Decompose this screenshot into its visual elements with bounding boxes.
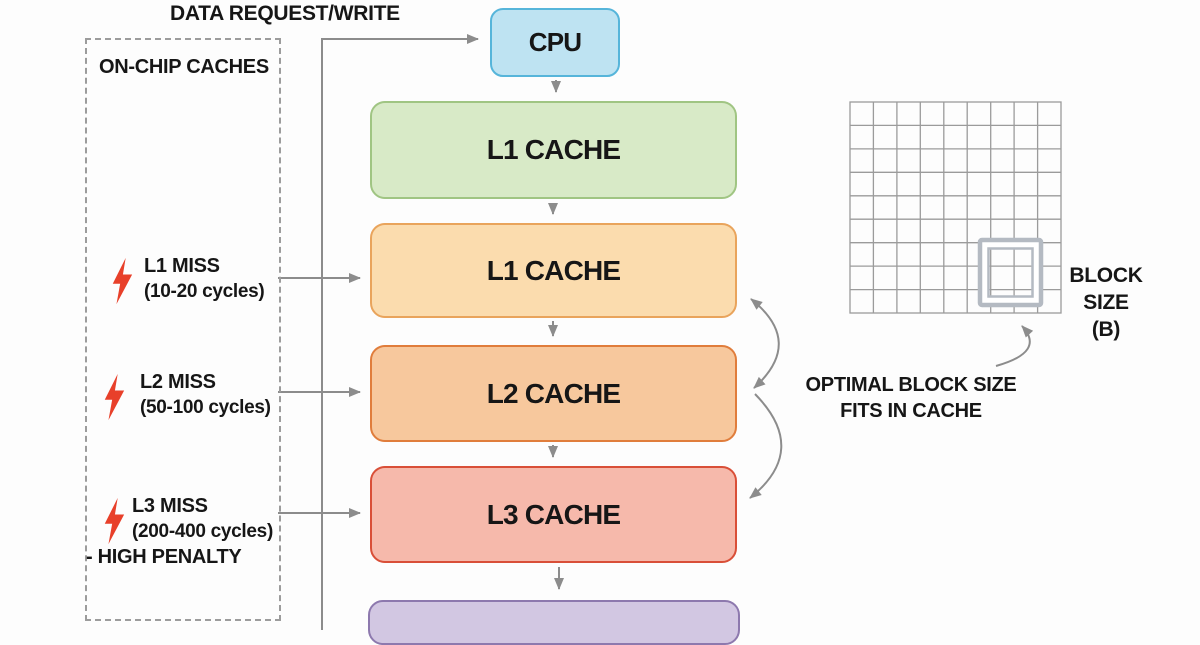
data-request-arrow (321, 34, 479, 630)
block-highlight (977, 237, 1044, 308)
l3-miss-title: L3 MISS (132, 495, 208, 517)
block-size-caption-line1: BLOCK SIZE (1069, 264, 1143, 314)
data-request-label: DATA REQUEST/WRITE (170, 2, 400, 25)
cpu-label: CPU (528, 27, 582, 57)
l3-cache-label: L3 CACHE (486, 498, 621, 530)
l2-miss-cycles: (50-100 cycles) (140, 397, 271, 418)
l2-cache-label: L2 CACHE (486, 377, 621, 409)
cache-hierarchy-diagram: { "diagram": { "flow_label": "DATA REQUE… (85, 2, 1166, 645)
memory-box (368, 600, 740, 645)
on-chip-caches-label: ON-CHIP CACHES (99, 56, 269, 78)
lightning-icon (112, 257, 133, 305)
l1-miss-item: L1 MISS (10-20 cycles) (104, 254, 265, 305)
lightning-icon (104, 497, 125, 545)
block-pointer-arrow (995, 325, 1034, 367)
l1-cache-green-box: L1 CACHE (370, 101, 737, 199)
l1-miss-title: L1 MISS (144, 255, 220, 277)
cpu-box: CPU (490, 8, 620, 77)
arc-l2-to-l1 (750, 298, 780, 389)
l3-miss-note: - HIGH PENALTY (86, 546, 242, 568)
on-chip-caches-panel (85, 38, 281, 621)
l2-miss-title: L2 MISS (140, 371, 216, 393)
l3-miss-item: L3 MISS (200-400 cycles) - HIGH PENALTY (86, 494, 273, 570)
lightning-icon (104, 373, 125, 421)
connector-layer (278, 34, 1062, 630)
arc-l2-to-l3 (749, 393, 783, 499)
l3-cache-box: L3 CACHE (370, 466, 737, 563)
block-size-caption: BLOCK SIZE (B) (1046, 262, 1166, 343)
optimal-block-note-line2: FITS IN CACHE (840, 400, 982, 422)
optimal-block-note: OPTIMAL BLOCK SIZE FITS IN CACHE (796, 372, 1026, 424)
l2-miss-item: L2 MISS (50-100 cycles) (100, 370, 271, 421)
l2-cache-box: L2 CACHE (370, 345, 737, 442)
optimal-block-note-line1: OPTIMAL BLOCK SIZE (805, 374, 1017, 396)
l1-miss-cycles: (10-20 cycles) (144, 281, 265, 302)
flow-arrows (278, 34, 1034, 630)
memory-grid (849, 101, 1062, 314)
block-size-caption-line2: (B) (1091, 318, 1121, 341)
l1-cache-green-label: L1 CACHE (486, 134, 621, 165)
l1-cache-orange-box: L1 CACHE (370, 223, 737, 318)
l1-cache-orange-label: L1 CACHE (486, 254, 621, 286)
l3-miss-cycles: (200-400 cycles) (132, 521, 273, 542)
